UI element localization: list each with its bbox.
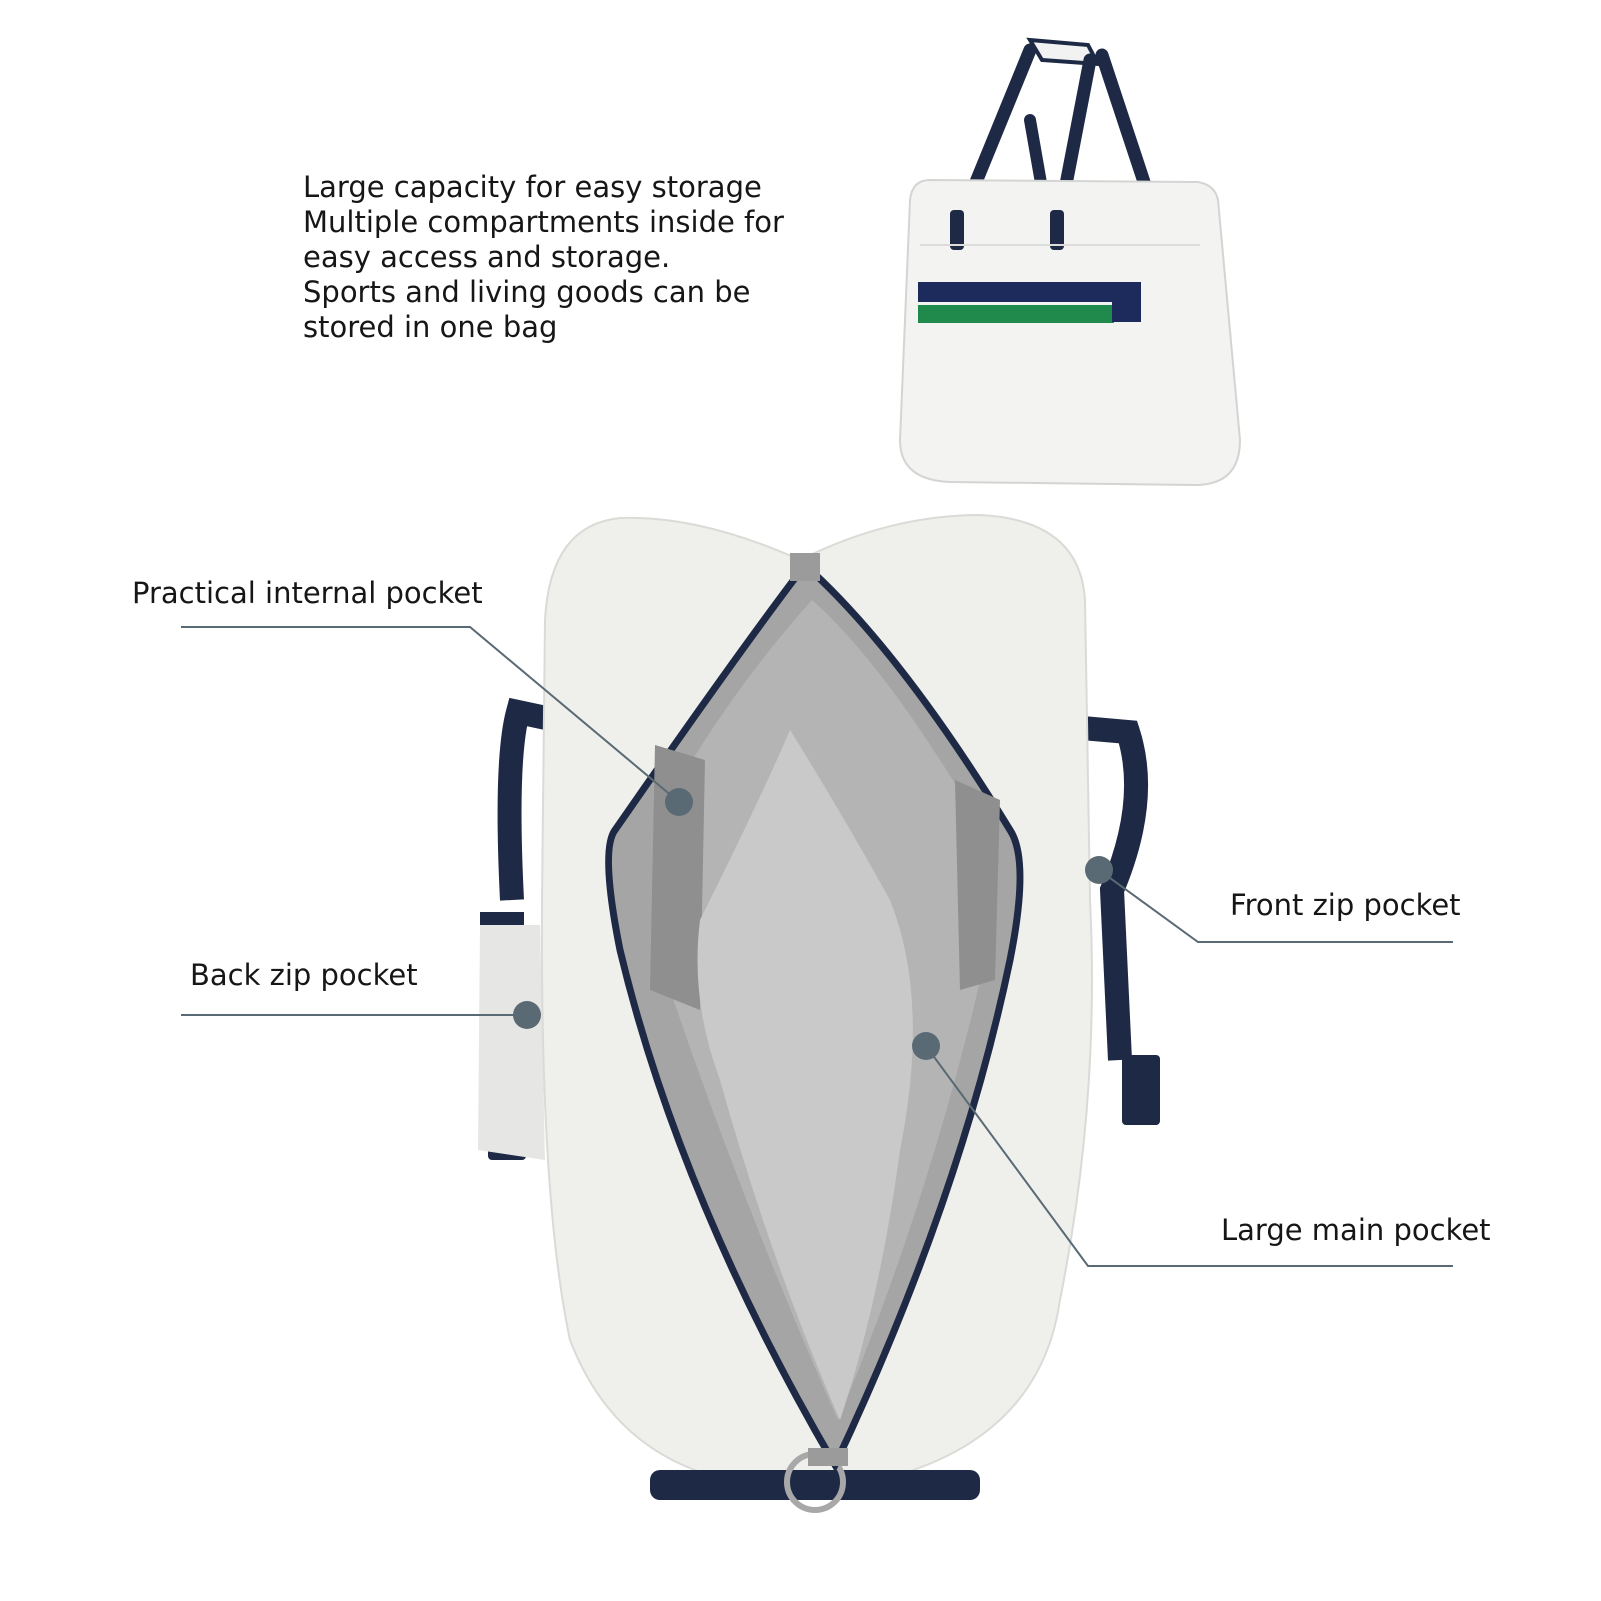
callout-dot-front-zip-pocket: [1085, 856, 1113, 884]
description-line: Large capacity for easy storage: [303, 170, 762, 204]
label-back-zip-pocket: Back zip pocket: [190, 958, 418, 992]
callout-dot-back-zip-pocket: [513, 1001, 541, 1029]
callout-dot-internal-pocket: [665, 788, 693, 816]
callout-dot-main-pocket: [912, 1032, 940, 1060]
label-front-zip-pocket: Front zip pocket: [1230, 888, 1461, 922]
description-line: Sports and living goods can be: [303, 275, 751, 309]
label-main-pocket: Large main pocket: [1221, 1213, 1491, 1247]
feature-description: Large capacity for easy storage Multiple…: [303, 170, 823, 345]
label-internal-pocket: Practical internal pocket: [132, 576, 483, 610]
description-line: Multiple compartments inside for: [303, 205, 784, 239]
description-line: easy access and storage.: [303, 240, 671, 274]
description-line: stored in one bag: [303, 310, 558, 344]
